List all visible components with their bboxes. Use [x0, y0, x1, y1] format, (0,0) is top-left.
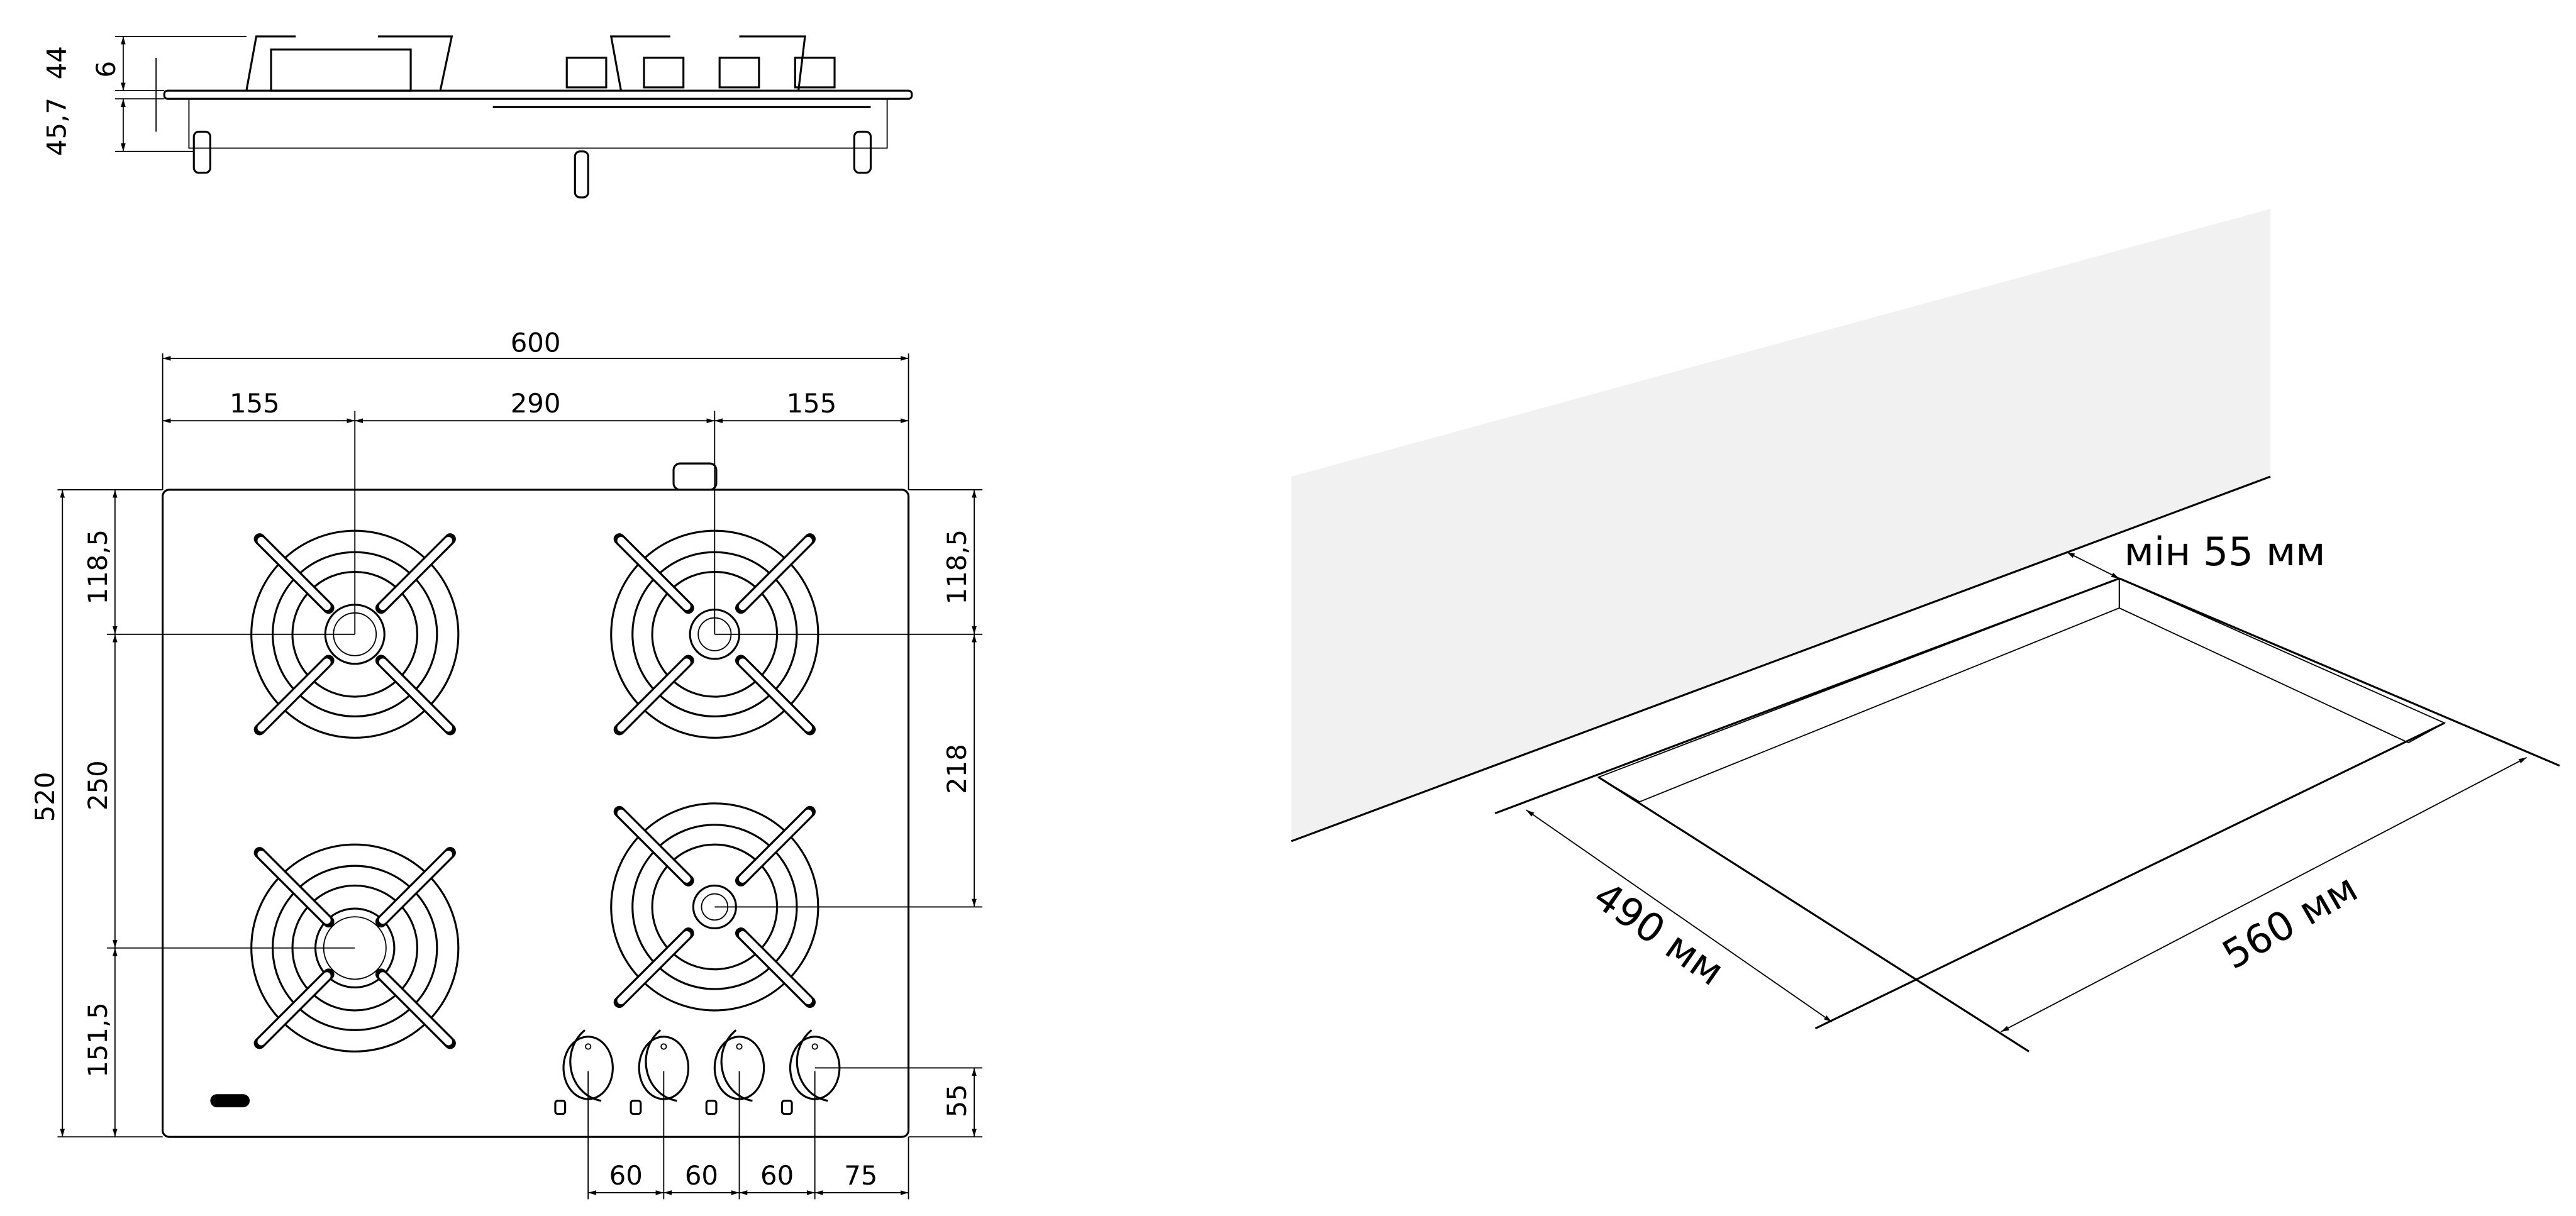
knob-4[interactable] [780, 1029, 841, 1115]
dim-left-top: 118,5 [82, 529, 113, 605]
dim-left-bottom: 151,5 [82, 1002, 113, 1078]
burner-indicator-icon [705, 1100, 718, 1115]
dim-knob-spacing-4: 75 [844, 1160, 877, 1191]
top-view: 600 155 290 155 520 118,5 250 151,5 118,… [30, 327, 983, 1200]
dim-width-mid: 290 [511, 388, 561, 419]
burner-indicator-icon [780, 1100, 793, 1115]
control-knobs [554, 1029, 841, 1115]
dim-width-total: 600 [511, 327, 561, 358]
burners [250, 529, 819, 1053]
burner-indicator-icon [630, 1100, 642, 1115]
dim-knob-spacing-1: 60 [609, 1160, 643, 1191]
dim-knob-spacing-3: 60 [760, 1160, 794, 1191]
burner-4 [610, 802, 819, 1012]
burner-1 [250, 529, 460, 739]
dim-width-left: 155 [230, 388, 280, 419]
burner-3 [250, 843, 460, 1053]
dim-side-height-bottom: 45,7 [41, 97, 72, 156]
gas-inlet [672, 462, 718, 491]
dim-min-gap: мін 55 мм [2124, 529, 2326, 575]
cutout-front-edge [1814, 722, 2445, 1030]
dim-left-mid: 250 [82, 760, 113, 810]
knob-2[interactable] [630, 1029, 690, 1115]
dim-side-glass: 6 [91, 61, 121, 78]
dim-right-top: 118,5 [941, 529, 972, 605]
dim-right-bottom: 55 [941, 1084, 972, 1117]
countertop-back-edge [1291, 475, 2271, 843]
dim-width-right: 155 [787, 388, 837, 419]
wall [1291, 209, 2271, 841]
dim-side-height-top: 44 [41, 46, 72, 79]
knob-3[interactable] [705, 1029, 765, 1115]
side-view: 44 6 45,7 [41, 35, 913, 199]
dim-depth-total: 520 [30, 772, 60, 822]
dim-knob-spacing-2: 60 [685, 1160, 718, 1191]
installation-view: мін 55 мм 490 мм 560 мм [1291, 209, 2560, 1053]
dim-right-mid: 218 [941, 744, 972, 794]
dim-cutout-width: 560 мм [2215, 865, 2365, 978]
side-knobs [565, 57, 836, 89]
burner-indicator-icon [554, 1100, 567, 1115]
knob-1[interactable] [554, 1029, 614, 1115]
dim-cutout-depth: 490 мм [1585, 873, 1733, 995]
brand-logo [210, 1094, 250, 1108]
